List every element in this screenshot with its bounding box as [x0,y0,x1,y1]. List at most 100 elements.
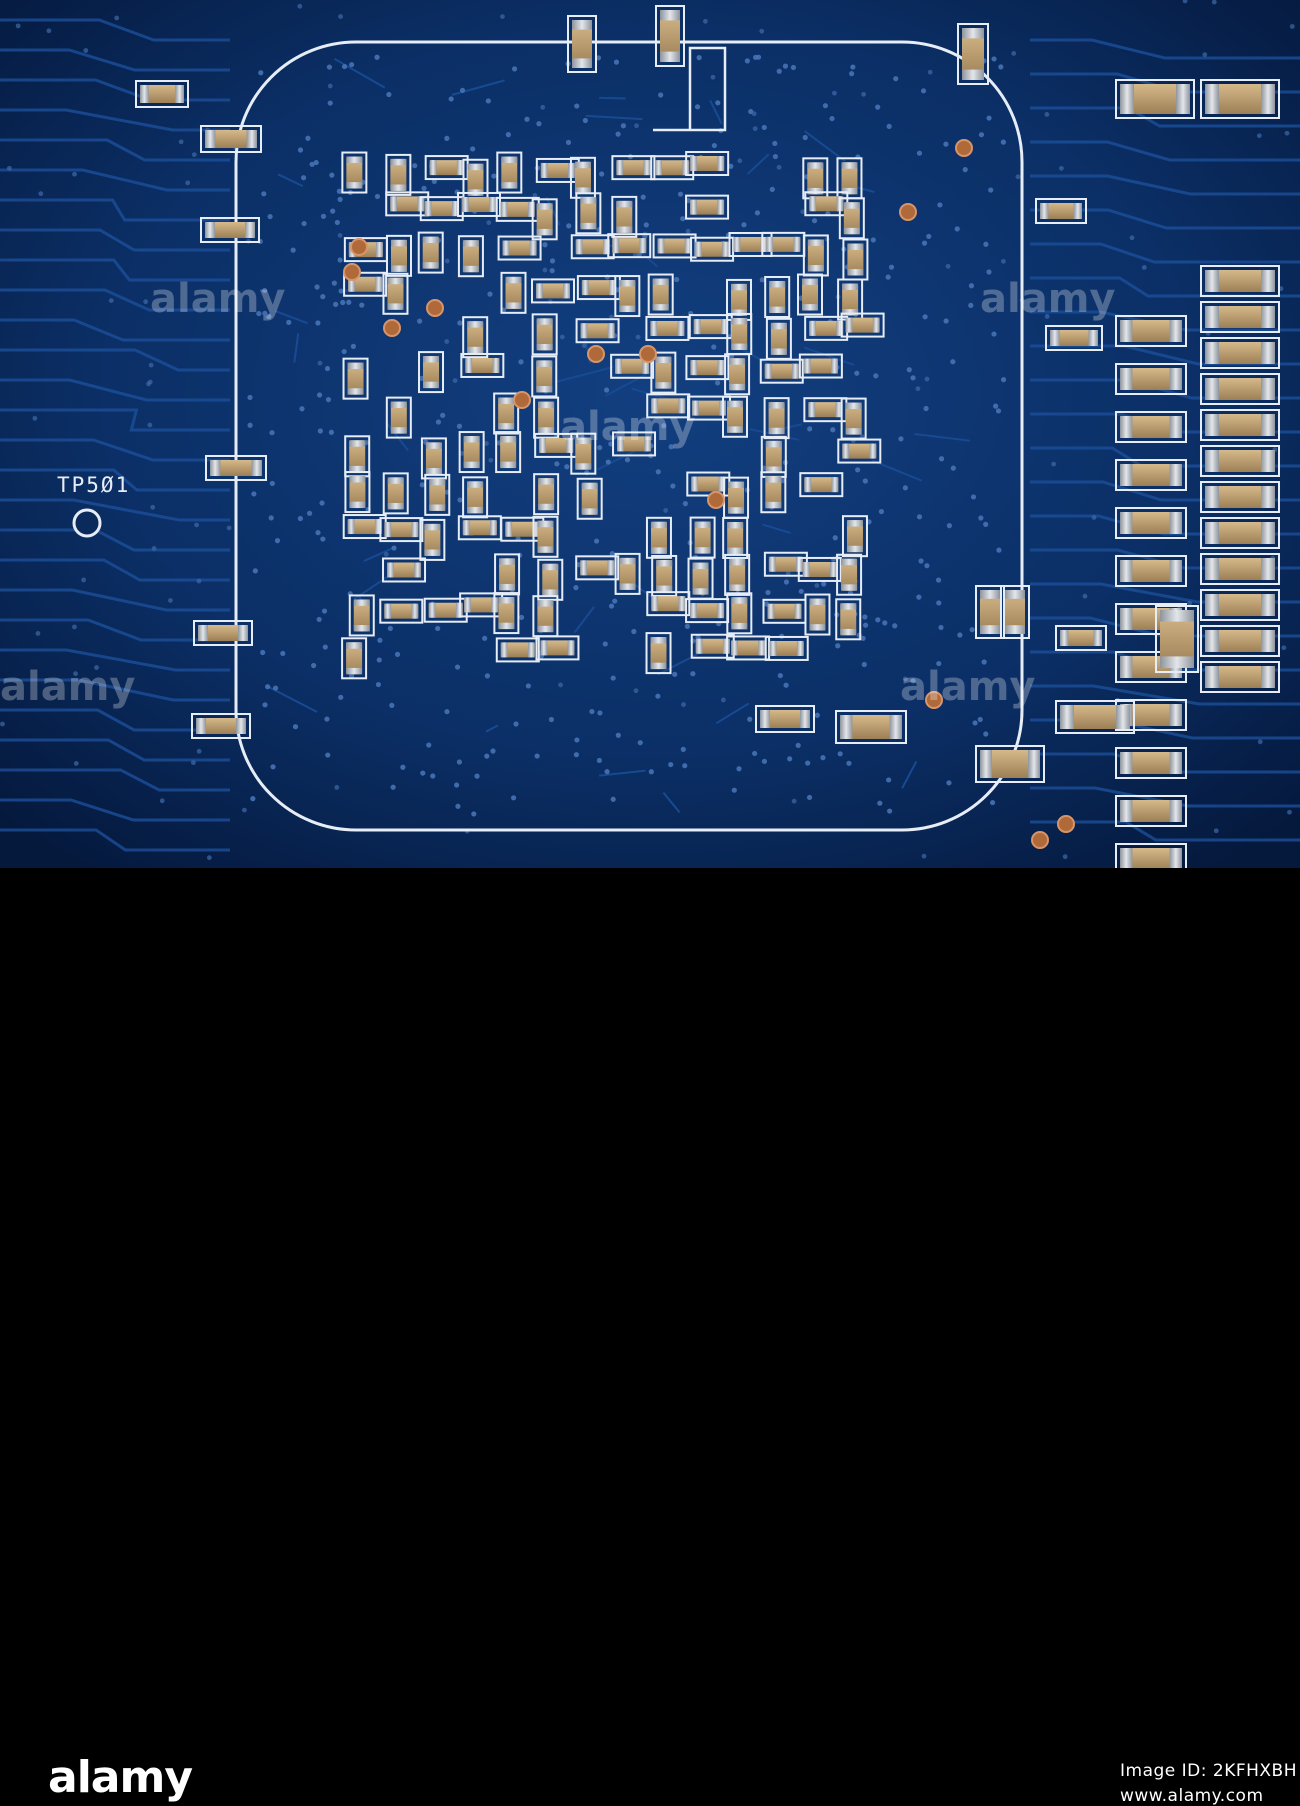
component-terminal [650,521,667,529]
component-terminal [657,238,665,254]
component-outline [957,23,989,85]
component-body [462,196,497,212]
via [540,104,546,110]
component-body [462,520,497,536]
component-terminal [695,638,703,654]
via [338,694,344,700]
component-body [1205,486,1275,508]
component-outline [1035,198,1087,224]
via [854,370,860,376]
via [456,759,463,765]
component-terminal [765,466,782,473]
component-terminal [980,625,1000,634]
via [805,760,811,766]
trace [0,528,230,552]
component-terminal [387,477,404,484]
via [267,213,273,220]
via [300,175,307,181]
via [534,753,540,759]
component-terminal [768,427,785,435]
component-terminal [580,222,597,230]
via [329,172,335,178]
component-outline [567,15,597,73]
component-terminal [793,236,801,252]
component-body [1120,368,1182,390]
component-terminal [729,584,746,591]
trace [1030,174,1300,196]
via [491,173,497,179]
via [574,103,580,109]
via [1091,515,1097,520]
via [564,464,570,470]
component-body [655,356,672,389]
component-terminal [768,402,785,409]
component-outline [722,517,749,560]
component-outline [836,553,863,596]
component-body [538,401,555,434]
via [1256,133,1262,139]
via [782,63,789,69]
component-outline [1055,700,1135,734]
component-terminal [770,322,787,330]
component-outline [1115,411,1187,443]
component-body [1205,630,1275,652]
component-terminal [643,160,651,176]
component-outline [531,355,558,398]
component-terminal [414,562,422,578]
component-terminal [1261,522,1275,544]
via [873,373,879,379]
via [417,318,423,324]
trace [0,228,230,252]
via [470,146,476,152]
via [711,142,717,149]
via [855,467,861,473]
via [327,100,333,106]
component-body [616,200,633,233]
component-terminal [731,317,748,325]
via [250,796,256,802]
component-terminal [616,160,624,176]
via [791,798,797,804]
via [1187,600,1193,606]
via [785,570,791,576]
component-terminal [731,283,748,291]
component-body [196,718,246,734]
via [898,436,904,442]
component-body [804,477,839,493]
trace [0,678,230,702]
component-body [353,599,370,632]
via [861,661,867,668]
component-terminal [1205,594,1219,616]
component-body [691,400,726,416]
component-body [695,241,730,257]
component-outline [348,594,375,637]
component-terminal [842,443,850,459]
component-body [1160,610,1194,668]
via [81,577,87,583]
component-body [651,398,686,414]
component-outline [755,705,815,733]
trace [451,79,505,96]
component-terminal [831,477,839,493]
component-terminal [575,463,592,470]
component-terminal [572,58,592,68]
component-terminal [490,520,497,536]
component-body [847,243,864,276]
via [542,267,548,273]
via [946,780,952,786]
component-body [1120,704,1182,726]
component-terminal [1176,84,1190,114]
component-terminal [196,718,206,734]
component-terminal [889,715,902,739]
component-outline [837,438,882,464]
via [677,191,684,197]
via [377,637,383,643]
component-terminal [1120,752,1133,774]
component-outline [685,194,730,220]
component-body [841,162,858,195]
component-terminal [803,358,811,374]
trace [573,606,595,634]
component-terminal [581,280,589,296]
component-terminal [387,502,404,510]
via [334,784,340,790]
